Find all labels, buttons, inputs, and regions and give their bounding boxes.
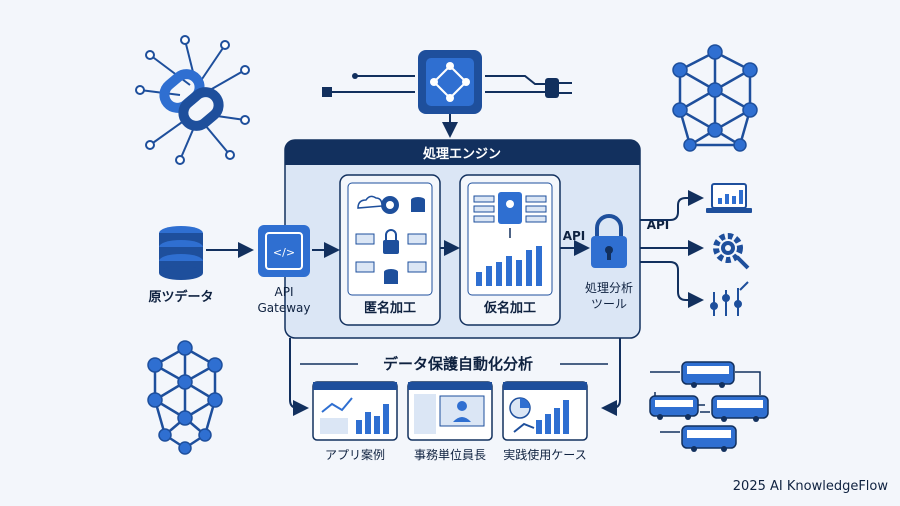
analysis-tool-label-line1: 処理分析 — [585, 281, 633, 295]
case-card-practice — [502, 381, 588, 441]
anonymize-label: 匿名加工 — [364, 300, 416, 316]
case-3-label: 実践使用ケース — [503, 447, 586, 462]
pseudonymize-box — [459, 174, 561, 326]
gateway-label-line2: Gateway — [257, 301, 310, 315]
padlock-icon — [591, 214, 627, 268]
analysis-tool-label-line2: ツール — [591, 297, 627, 311]
database-icon — [411, 197, 425, 212]
raw-data-database-icon — [159, 226, 203, 280]
anonymize-box — [339, 174, 441, 326]
engine-title: 処理エンジン — [422, 146, 501, 162]
sliders-icon — [710, 281, 749, 316]
database-icon — [384, 269, 398, 284]
source-label: 原ツデータ — [148, 289, 213, 305]
bar-chart-icon — [476, 246, 542, 286]
svg-text:</>: </> — [273, 246, 295, 259]
case-card-app — [312, 381, 398, 441]
settings-search-icon — [713, 233, 750, 270]
api-label-right: API — [647, 218, 670, 232]
lock-icon — [383, 229, 399, 254]
api-label-left: API — [563, 229, 586, 243]
cloud-icon — [357, 195, 383, 209]
laptop-chart-icon — [706, 183, 752, 213]
section-title: データ保護自動化分析 — [383, 355, 533, 373]
workflow-node-icon — [418, 50, 482, 114]
api-gateway-icon: </> — [258, 225, 310, 277]
case-1-label: アプリ案例 — [325, 447, 385, 462]
gateway-label-line1: API — [275, 285, 294, 299]
gear-icon — [381, 196, 399, 214]
pseudonymize-label: 仮名加工 — [483, 300, 536, 316]
case-card-office — [407, 381, 493, 441]
arrow-to-sliders — [640, 261, 704, 308]
chain-link-icon — [135, 35, 250, 165]
bus-fleet-icon — [649, 361, 769, 452]
arrow-to-case-3 — [601, 338, 621, 416]
arrow-to-case-1 — [289, 338, 309, 416]
case-2-label: 事務単位員長 — [414, 447, 486, 462]
network-lattice-icon — [147, 340, 223, 455]
arrow-to-laptop — [640, 190, 704, 221]
plug-connector — [322, 73, 572, 98]
network-mesh-icon — [672, 44, 758, 152]
footer-credit: 2025 AI KnowledgeFlow — [733, 479, 889, 494]
